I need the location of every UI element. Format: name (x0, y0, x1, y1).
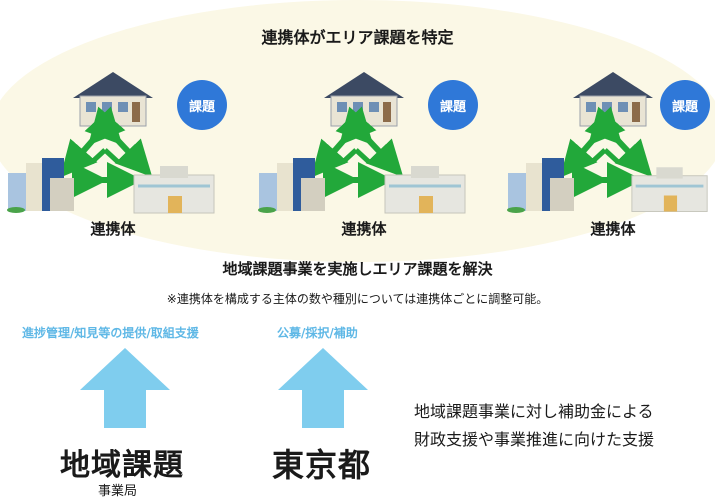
stakeholder-group-2: 課題 連携体 (251, 60, 481, 240)
house-icon (324, 72, 404, 127)
hospital-icon (133, 166, 215, 214)
right-org-name: 東京都 (272, 446, 372, 484)
up-arrow-icon (80, 348, 170, 428)
office-buildings-icon (258, 158, 325, 213)
left-org-sub: 事業局 (98, 484, 138, 499)
support-description-line1: 地域課題事業に対し補助金による (414, 402, 654, 421)
issue-badge: 課題 (177, 80, 227, 130)
bidirectional-arrow-icon (311, 106, 404, 198)
stakeholder-group-1: 課題 連携体 (0, 60, 230, 240)
house-icon (573, 72, 653, 127)
footnote: ※連携体を構成する主体の数や種別については連携体ごとに調整可能。 (166, 292, 549, 306)
right-support-caption: 公募/採択/補助 (277, 326, 358, 340)
support-description-line2: 財政支援や事業推進に向けた支援 (414, 430, 655, 449)
support-description: 地域課題事業に対し補助金による 財政支援や事業推進に向けた支援 (414, 398, 654, 454)
left-org-name: 地域課題 (60, 448, 184, 483)
diagram-title: 連携体がエリア課題を特定 (261, 28, 454, 47)
group-label: 連携体 (590, 220, 636, 238)
left-support-caption: 進捗管理/知見等の提供/取組支援 (22, 326, 199, 340)
up-arrow-icon (278, 348, 368, 428)
bidirectional-arrow-icon (560, 106, 653, 198)
issue-badge: 課題 (660, 80, 710, 130)
stakeholder-group-3: 課題 連携体 (500, 60, 715, 240)
hospital-icon (384, 166, 466, 214)
issue-badge: 課題 (428, 80, 478, 130)
bidirectional-arrow-icon (60, 106, 153, 198)
solve-statement: 地域課題事業を実施しエリア課題を解決 (222, 260, 493, 278)
office-buildings-icon (7, 158, 74, 213)
house-icon (73, 72, 153, 127)
group-label: 連携体 (341, 220, 387, 238)
office-buildings-icon (507, 158, 574, 213)
group-label: 連携体 (90, 220, 136, 238)
hospital-icon (631, 167, 708, 212)
